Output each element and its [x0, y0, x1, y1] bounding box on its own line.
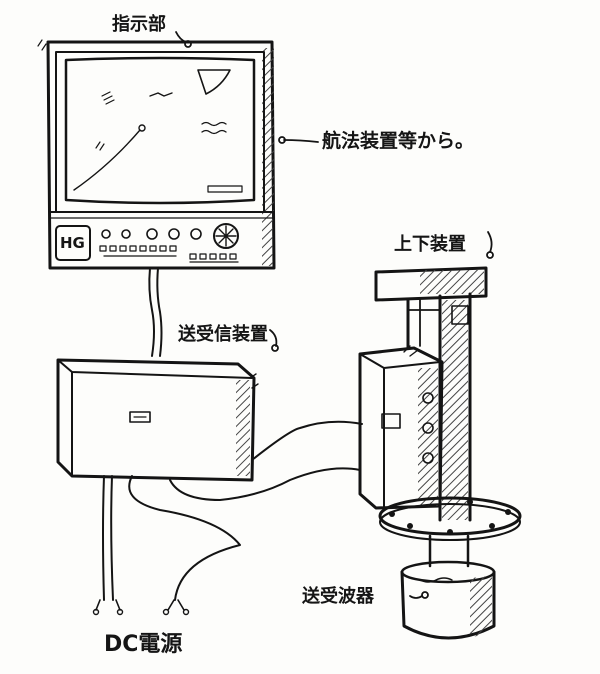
lift-badge: [381, 413, 401, 429]
control-knob: [101, 229, 111, 239]
control-knob: [190, 228, 202, 240]
label-transducer: 送受波器: [302, 586, 374, 607]
transducer: [400, 560, 496, 640]
display-unit: [37, 39, 276, 270]
lift-unit: [358, 266, 522, 568]
transceiver-badge: [129, 411, 151, 423]
dc-cable-1: [102, 475, 105, 601]
transceiver-unit: [56, 358, 259, 482]
control-knob: [121, 229, 131, 239]
label-nav-input: 航法装置等から。: [322, 130, 475, 152]
label-display-unit: 指示部: [112, 14, 166, 35]
cable-transceiver-lift: [251, 420, 363, 461]
label-transceiver: 送受信装置: [178, 324, 268, 345]
mode-badge-text: HG: [60, 234, 85, 252]
control-knob: [168, 228, 180, 240]
control-panel: [49, 211, 275, 269]
main-dial: [213, 223, 239, 249]
display-screen: [64, 56, 256, 205]
label-dc-power: DC電源: [104, 632, 183, 657]
leader-lines: [175, 31, 494, 599]
mode-box: [55, 225, 91, 261]
dc-cable-2: [128, 475, 241, 601]
cable-display-transceiver: [148, 267, 155, 357]
label-lift-unit: 上下装置: [394, 234, 466, 255]
control-knob: [146, 228, 158, 240]
